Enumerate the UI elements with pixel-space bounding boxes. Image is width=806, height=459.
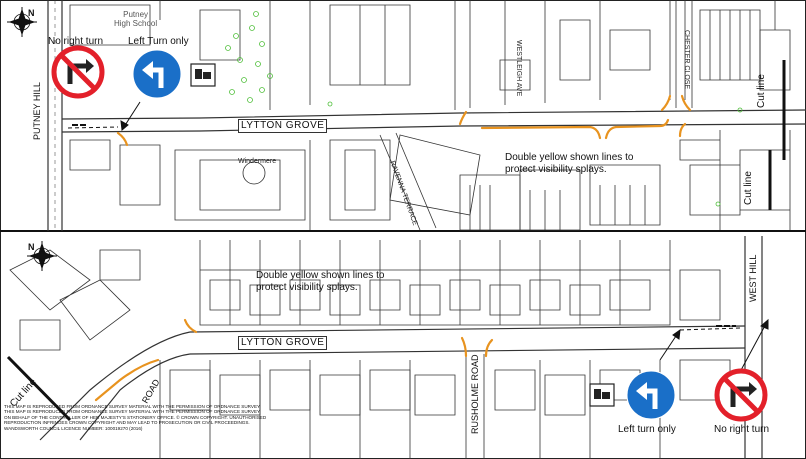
bottom-panel-map	[9, 236, 763, 459]
school-label: Putney High School	[114, 10, 158, 29]
windermere-label: Windermere	[238, 158, 277, 165]
cut-line-label-top-1: Cut line	[756, 74, 767, 108]
copyright-line: THIS MAP IS REPRODUCED FROM ORDNANCE SUR…	[4, 409, 261, 415]
copyright-line: WANDSWORTH COUNCIL LICENCE NUMBER: 10001…	[4, 425, 143, 431]
road-label-west-hill: WEST HILL	[748, 254, 758, 302]
sign-label-left-turn-only-bottom: Left turn only	[618, 424, 676, 435]
top-pointer-arrow	[120, 101, 141, 131]
copyright-line: THIS MAP IS REPRODUCED FROM ORDNANCE SUR…	[4, 404, 261, 409]
copyright-line: ON BEHALF OF THE CONTROLLER OF HER MAJES…	[4, 414, 267, 420]
top-yellow-lines	[116, 94, 692, 147]
copyright-notice: THIS MAP IS REPRODUCED FROM ORDNANCE SUR…	[4, 404, 294, 431]
bottom-cut-line	[6, 355, 72, 422]
note-visibility-splays-bottom: Double yellow shown lines to protect vis…	[256, 270, 385, 293]
top-panel-map	[47, 0, 806, 231]
sign-label-no-right-turn-top: No right turn	[48, 36, 104, 47]
note-visibility-splays-top: Double yellow shown lines to protect vis…	[505, 152, 634, 175]
svg-text:N: N	[28, 242, 35, 252]
bottom-markings	[659, 318, 769, 373]
road-label-lytton-grove-top: LYTTON GROVE	[238, 119, 328, 133]
road-label-lytton-grove-bottom: LYTTON GROVE	[238, 336, 328, 350]
top-markings	[67, 124, 119, 129]
north-arrow-top: N	[7, 7, 37, 37]
north-arrow-bottom: N	[27, 241, 57, 271]
road-label-putney-hill: PUTNEY HILL	[32, 82, 42, 140]
traffic-plate-icon	[190, 63, 216, 87]
traffic-plate-icon-bottom	[589, 383, 615, 407]
no-right-turn-sign-icon	[51, 45, 105, 99]
road-label-rusholme-road: RUSHOLME ROAD	[470, 354, 480, 434]
left-turn-only-sign-icon-bottom	[626, 370, 676, 420]
cut-line-label-top-2: Cut line	[743, 171, 754, 205]
road-label-chester-close: CHESTER CLOSE	[683, 30, 690, 90]
bottom-yellow-lines	[94, 318, 494, 402]
sign-label-left-turn-only-top: Left Turn only	[128, 36, 189, 47]
road-label-westleigh-ave: WESTLEIGH AVE	[515, 40, 522, 97]
left-turn-only-sign-icon	[132, 49, 182, 99]
svg-text:N: N	[28, 8, 35, 18]
tree-cluster	[225, 11, 743, 207]
copyright-line: REPRODUCTION INFRINGES CROWN COPYRIGHT A…	[4, 420, 250, 426]
no-right-turn-sign-icon-bottom	[714, 368, 768, 422]
sign-label-no-right-turn-bottom: No right turn	[714, 424, 770, 435]
